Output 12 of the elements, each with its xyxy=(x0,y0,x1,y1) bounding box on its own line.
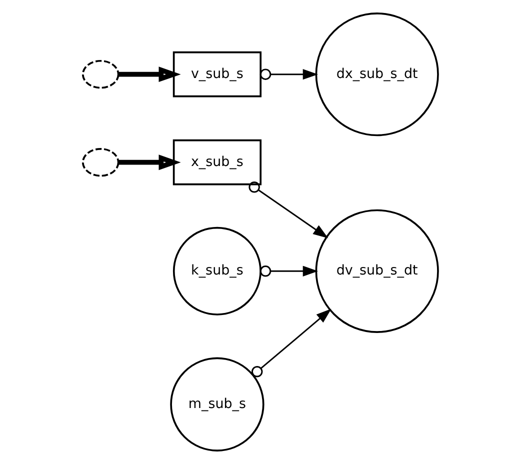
arrow xyxy=(118,154,180,170)
arrow xyxy=(250,308,331,378)
node-cloud xyxy=(81,148,119,177)
arrow xyxy=(259,68,318,80)
arrow xyxy=(248,182,328,238)
node-box: x_sub_s xyxy=(172,139,262,186)
node-cloud xyxy=(81,60,119,89)
node-box: v_sub_s xyxy=(172,51,262,98)
arrow xyxy=(118,66,180,82)
arrow xyxy=(259,266,318,277)
node-circle: k_sub_s xyxy=(172,226,261,316)
node-circle: dx_sub_s_dt xyxy=(314,12,438,136)
